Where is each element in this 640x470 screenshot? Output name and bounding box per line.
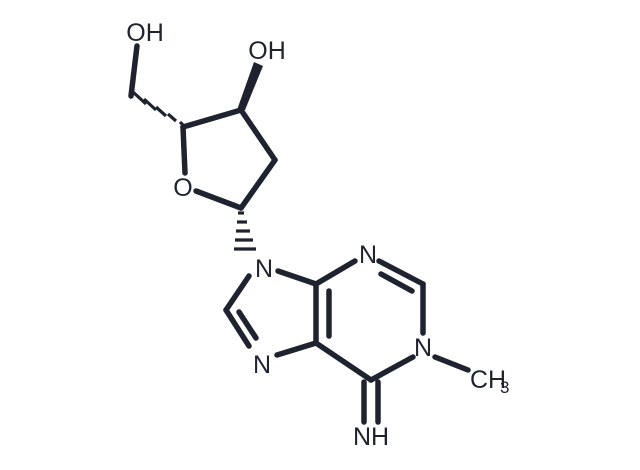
bond-n9-c8: [223, 273, 252, 313]
bond-n7-c5: [274, 340, 319, 358]
atom-labels: OH OH O N N N N CH 3 NH: [126, 19, 509, 451]
bond-n1-methyl: [432, 354, 471, 373]
atom-oh-c3: OH: [248, 37, 286, 65]
bond-o-c4: [180, 124, 188, 176]
bond-c6-c5: [313, 340, 374, 383]
atom-n3: N: [359, 241, 377, 269]
atom-n7: N: [253, 351, 271, 379]
bond-n1-c6: [368, 354, 416, 383]
hash-bond-c1-n9: [234, 211, 256, 251]
bond-c4-n3: [313, 258, 358, 287]
bond-n3-c2-inner: [378, 271, 415, 294]
bond-c3-c2: [238, 107, 278, 163]
hash-bond-c4-ch2: [131, 90, 187, 129]
atom-n1: N: [414, 334, 432, 362]
atom-n9: N: [255, 255, 273, 283]
bond-c4-c3: [180, 107, 244, 130]
atom-imine-nh: NH: [353, 423, 389, 451]
atom-oh-hydroxymethyl: OH: [126, 19, 164, 47]
bond-c1-o: [193, 188, 244, 211]
atom-methyl: CH: [470, 366, 506, 394]
atom-methyl-subscript: 3: [500, 378, 509, 397]
wedge-bond-c3-oh: [237, 62, 263, 110]
bond-c2-c1: [238, 157, 278, 211]
atom-o-ring: O: [173, 174, 192, 202]
bond-c8-n7: [223, 307, 252, 349]
bond-n3-c2: [376, 258, 426, 287]
bond-c8-n7-inner: [236, 309, 259, 341]
bond-oh-ch2: [128, 43, 140, 99]
bond-c4-n9: [275, 268, 319, 287]
bonds: [128, 43, 471, 425]
